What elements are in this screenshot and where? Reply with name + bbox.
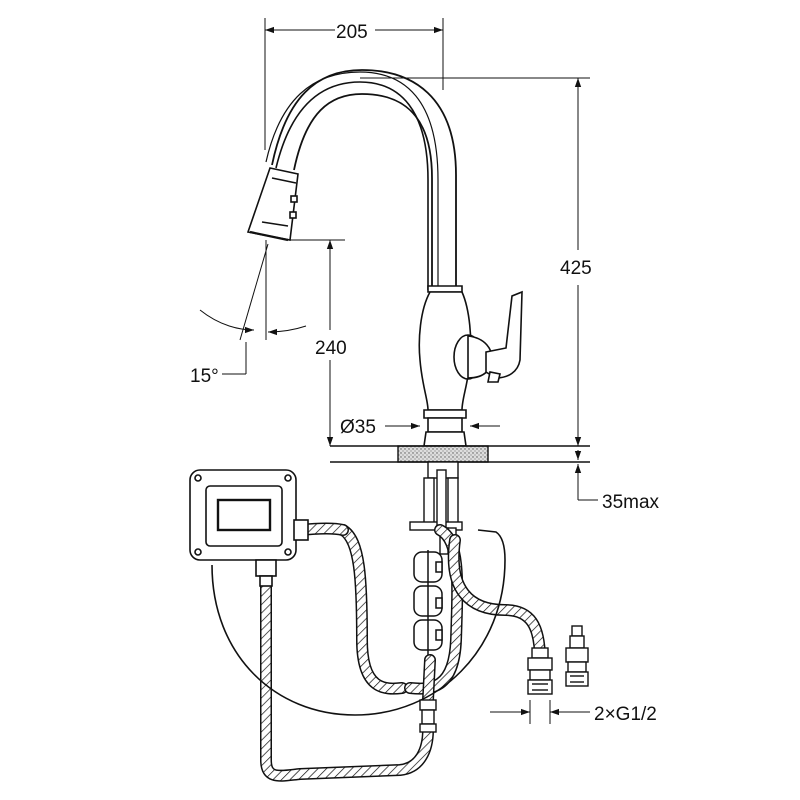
spout-clearance-dimension: 240 xyxy=(315,338,347,359)
connections-dimension: 2×G1/2 xyxy=(594,704,657,725)
dimension-lines xyxy=(199,18,598,724)
sink-outline xyxy=(211,529,506,716)
deck-plate xyxy=(330,445,590,463)
faucet-spout xyxy=(265,71,439,290)
deck-thickness-dimension: 35max xyxy=(602,492,660,513)
hose-weight xyxy=(413,550,443,655)
swivel-angle-dimension: 15° xyxy=(190,366,219,387)
control-box xyxy=(189,469,309,587)
base-diameter-dimension: Ø35 xyxy=(340,417,376,438)
height-dimension: 425 xyxy=(560,258,592,279)
reach-dimension: 205 xyxy=(336,22,368,43)
faucet-body xyxy=(418,285,523,447)
hose-fittings xyxy=(419,625,589,733)
spout-outline xyxy=(271,69,457,286)
braided-hoses xyxy=(260,522,546,782)
spray-head xyxy=(246,167,299,242)
